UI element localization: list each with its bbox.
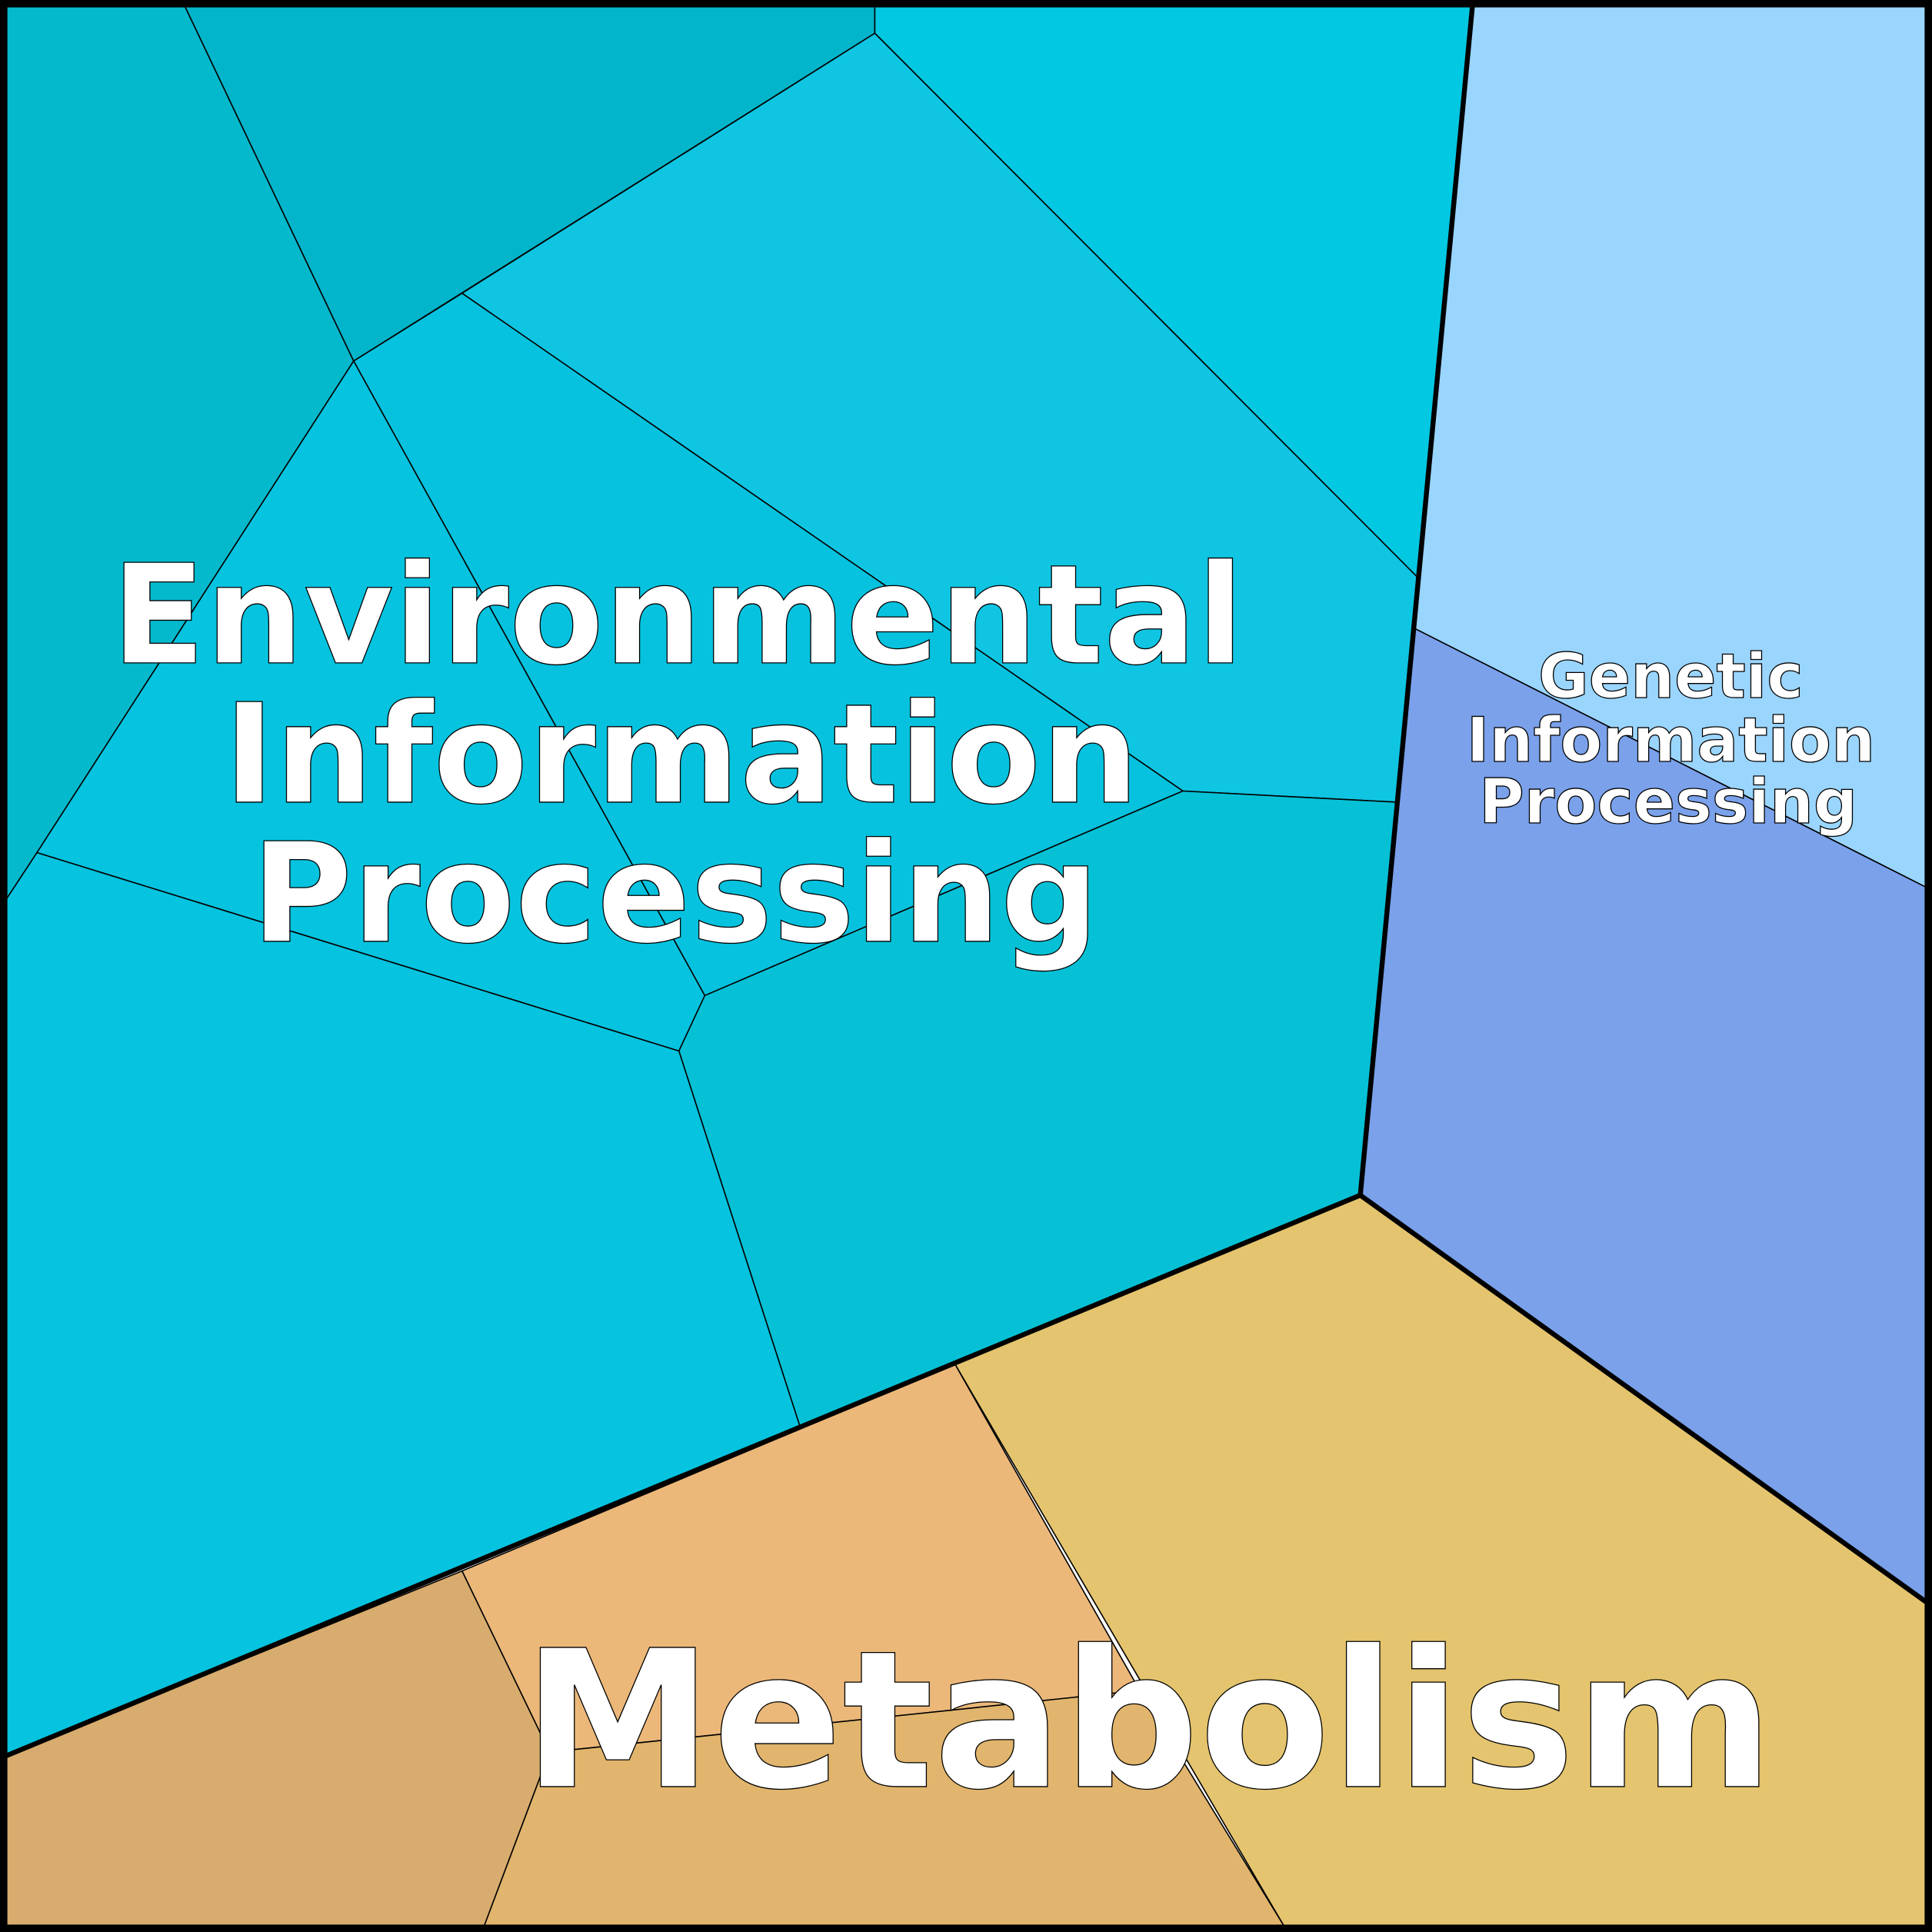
label-metabolism: Metabolism — [523, 1610, 1774, 1832]
label-environmental-line3: Processing — [251, 814, 1099, 974]
border-env-metabolism — [5, 1193, 1361, 1758]
environmental-cells — [5, 5, 1474, 1757]
label-genetic-line3: Processing — [1479, 766, 1857, 838]
border-genetic-metabolism — [1358, 1193, 1927, 1604]
label-environmental-line1: Environmental — [112, 535, 1244, 696]
metabolism-cells — [5, 1194, 1927, 1927]
label-genetic-line2: Information — [1467, 705, 1875, 776]
border-env-genetic — [1357, 5, 1475, 1196]
labels: Environmental Information Processing Gen… — [111, 535, 1876, 1832]
label-genetic-line1: Genetic — [1538, 641, 1804, 712]
label-environmental-line2: Information — [224, 675, 1140, 835]
genetic-cells — [1359, 5, 1927, 1604]
